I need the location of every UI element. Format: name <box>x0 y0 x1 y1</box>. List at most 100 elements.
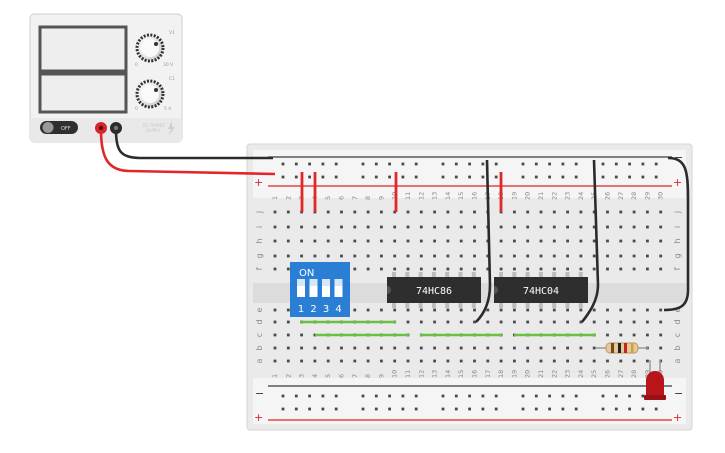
breadboard-hole[interactable] <box>419 308 423 312</box>
breadboard-hole[interactable] <box>286 308 290 312</box>
rail-hole[interactable] <box>534 162 538 166</box>
rail-hole[interactable] <box>468 175 471 179</box>
breadboard-hole[interactable] <box>606 320 609 324</box>
breadboard-hole[interactable] <box>473 267 476 271</box>
rail-hole[interactable] <box>281 175 285 179</box>
breadboard-hole[interactable] <box>539 254 543 258</box>
rail-hole[interactable] <box>548 394 551 398</box>
breadboard-hole[interactable] <box>579 239 583 243</box>
rail-hole[interactable] <box>294 175 298 179</box>
breadboard-hole[interactable] <box>632 239 636 243</box>
breadboard-hole[interactable] <box>579 308 583 312</box>
breadboard-hole[interactable] <box>659 254 663 258</box>
rail-hole[interactable] <box>401 394 405 398</box>
breadboard-hole[interactable] <box>406 320 410 324</box>
breadboard-hole[interactable] <box>459 320 463 324</box>
rail-hole[interactable] <box>481 407 485 411</box>
breadboard-hole[interactable] <box>566 320 569 324</box>
breadboard-hole[interactable] <box>513 254 516 258</box>
rail-hole[interactable] <box>534 407 538 411</box>
breadboard-hole[interactable] <box>619 254 623 258</box>
breadboard-hole[interactable] <box>619 320 623 324</box>
breadboard-hole[interactable] <box>393 359 397 363</box>
breadboard-hole[interactable] <box>473 359 476 363</box>
breadboard-hole[interactable] <box>433 359 436 363</box>
rail-hole[interactable] <box>614 394 618 398</box>
breadboard-hole[interactable] <box>459 254 463 258</box>
breadboard-hole[interactable] <box>566 308 569 312</box>
rail-hole[interactable] <box>294 407 298 411</box>
breadboard-hole[interactable] <box>300 359 303 363</box>
breadboard-hole[interactable] <box>380 267 383 271</box>
breadboard-hole[interactable] <box>286 254 290 258</box>
breadboard-hole[interactable] <box>579 267 583 271</box>
breadboard-hole[interactable] <box>313 254 317 258</box>
breadboard-hole[interactable] <box>419 225 423 229</box>
breadboard-hole[interactable] <box>526 346 530 350</box>
breadboard-hole[interactable] <box>459 267 463 271</box>
breadboard-hole[interactable] <box>393 225 397 229</box>
rail-hole[interactable] <box>388 175 391 179</box>
breadboard-hole[interactable] <box>380 225 383 229</box>
wire-black-col25[interactable] <box>580 159 600 323</box>
breadboard-hole[interactable] <box>499 308 503 312</box>
breadboard-hole[interactable] <box>300 346 303 350</box>
breadboard-hole[interactable] <box>606 333 609 337</box>
rail-hole[interactable] <box>441 175 445 179</box>
breadboard-hole[interactable] <box>273 239 277 243</box>
breadboard-hole[interactable] <box>526 267 530 271</box>
rail-hole[interactable] <box>574 175 578 179</box>
breadboard-hole[interactable] <box>619 333 623 337</box>
breadboard-hole[interactable] <box>526 359 530 363</box>
breadboard-hole[interactable] <box>499 225 503 229</box>
rail-hole[interactable] <box>374 407 378 411</box>
breadboard-hole[interactable] <box>526 308 530 312</box>
breadboard-hole[interactable] <box>273 346 277 350</box>
breadboard-hole[interactable] <box>459 346 463 350</box>
breadboard-hole[interactable] <box>646 308 649 312</box>
wire-black-col17[interactable] <box>475 159 492 323</box>
voltage-knob[interactable] <box>135 33 165 63</box>
breadboard-hole[interactable] <box>539 267 543 271</box>
breadboard-hole[interactable] <box>526 239 530 243</box>
breadboard-hole[interactable] <box>592 359 596 363</box>
breadboard-hole[interactable] <box>286 239 290 243</box>
breadboard-hole[interactable] <box>380 359 383 363</box>
breadboard-hole[interactable] <box>459 359 463 363</box>
rail-hole[interactable] <box>481 162 485 166</box>
breadboard-hole[interactable] <box>366 359 370 363</box>
breadboard-hole[interactable] <box>579 346 583 350</box>
rail-hole[interactable] <box>548 162 551 166</box>
breadboard-hole[interactable] <box>273 267 277 271</box>
breadboard-hole[interactable] <box>526 254 530 258</box>
breadboard-hole[interactable] <box>592 254 596 258</box>
rail-hole[interactable] <box>454 407 458 411</box>
breadboard-hole[interactable] <box>419 267 423 271</box>
rail-hole[interactable] <box>628 175 631 179</box>
breadboard-hole[interactable] <box>539 225 543 229</box>
breadboard-hole[interactable] <box>566 267 569 271</box>
breadboard-hole[interactable] <box>566 210 569 214</box>
breadboard-hole[interactable] <box>619 225 623 229</box>
rail-hole[interactable] <box>614 407 618 411</box>
rail-hole[interactable] <box>414 407 418 411</box>
breadboard-hole[interactable] <box>539 359 543 363</box>
rail-hole[interactable] <box>361 162 365 166</box>
breadboard-hole[interactable] <box>433 346 436 350</box>
breadboard-hole[interactable] <box>659 239 663 243</box>
breadboard-hole[interactable] <box>459 225 463 229</box>
breadboard-hole[interactable] <box>459 210 463 214</box>
breadboard-hole[interactable] <box>380 239 383 243</box>
rail-hole[interactable] <box>468 407 471 411</box>
breadboard-hole[interactable] <box>659 267 663 271</box>
breadboard-hole[interactable] <box>446 225 450 229</box>
breadboard-hole[interactable] <box>552 225 556 229</box>
breadboard-hole[interactable] <box>632 225 636 229</box>
breadboard-hole[interactable] <box>419 254 423 258</box>
dip-switch-toggle-3[interactable]: 3 <box>322 279 330 315</box>
breadboard-hole[interactable] <box>286 210 290 214</box>
breadboard-hole[interactable] <box>592 225 596 229</box>
